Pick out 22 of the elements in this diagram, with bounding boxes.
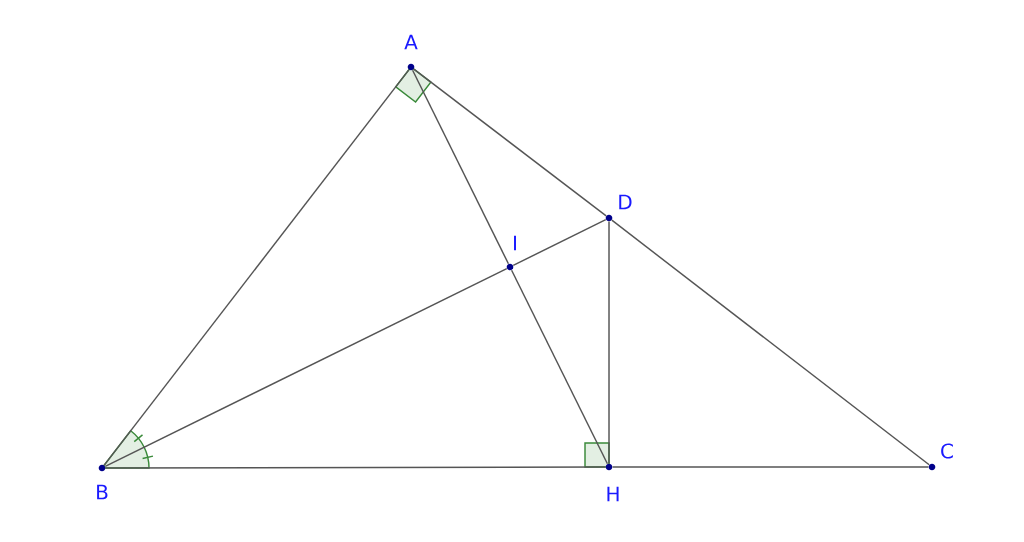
- node-label: B: [97, 484, 108, 500]
- node-label: C: [941, 443, 953, 459]
- line-segment: [103, 69, 410, 466]
- line-segment: [510, 269, 609, 465]
- node-label: H: [607, 486, 619, 502]
- line-segment: [608, 220, 610, 465]
- point: D: [605, 194, 632, 222]
- point: B: [97, 464, 108, 500]
- line-segment: [411, 69, 510, 265]
- point: I: [506, 235, 516, 271]
- node-label: A: [404, 34, 418, 50]
- line-segment: [413, 68, 607, 217]
- line-segment: [104, 466, 607, 469]
- node-label: D: [619, 194, 632, 210]
- point: C: [928, 443, 953, 471]
- point: H: [605, 463, 619, 502]
- node-label: I: [514, 235, 516, 251]
- point: A: [404, 34, 418, 71]
- line-segment: [104, 267, 508, 468]
- line-segment: [611, 219, 930, 466]
- line-segment: [611, 466, 930, 468]
- line-segment: [512, 218, 607, 267]
